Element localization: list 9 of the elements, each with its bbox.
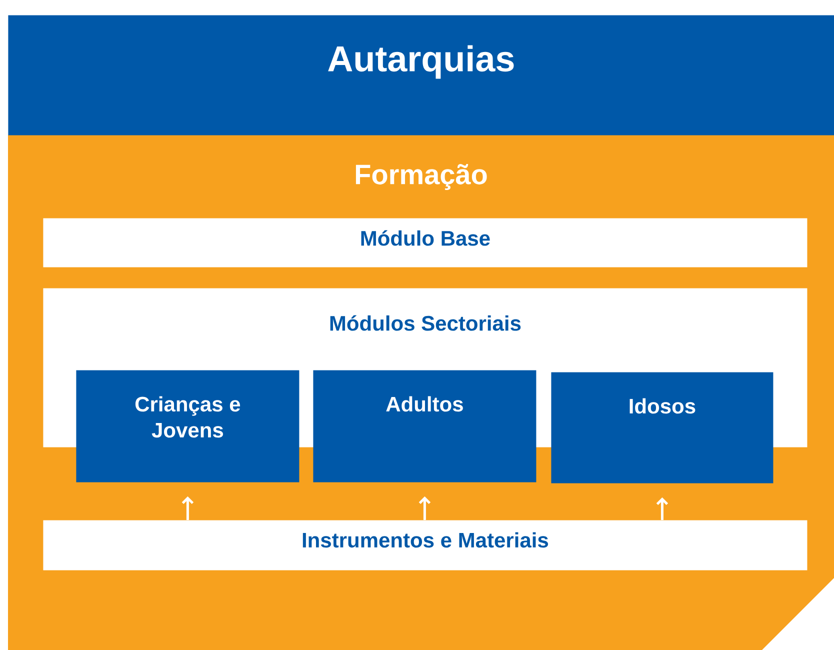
title-band: Autarquias (8, 15, 834, 136)
module-box: Crianças e Jovens (76, 370, 300, 482)
resource-bar: Instrumentos e Materiais (43, 520, 808, 570)
arrow (656, 497, 668, 520)
module-bar: Módulo Base (43, 218, 808, 268)
module-box: Adultos (313, 370, 536, 482)
arrow (182, 496, 194, 520)
module-box: Idosos (551, 372, 774, 484)
arrow (418, 496, 431, 520)
